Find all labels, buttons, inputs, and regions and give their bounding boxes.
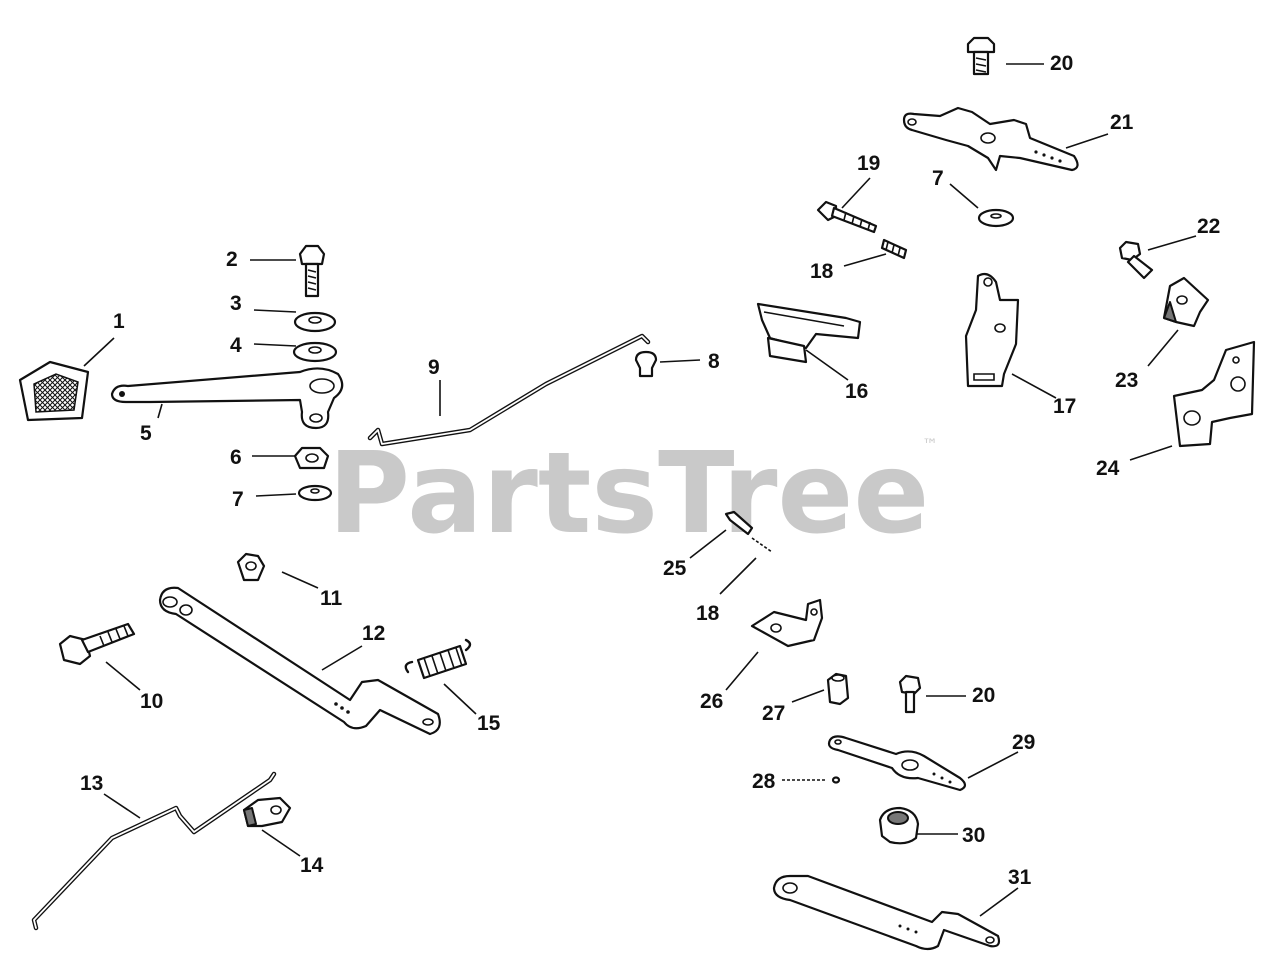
callout-18-top: 18 bbox=[810, 260, 834, 283]
callout-16: 16 bbox=[845, 380, 868, 403]
part-3-washer bbox=[293, 311, 337, 333]
callout-24: 24 bbox=[1096, 457, 1120, 480]
callout-5: 5 bbox=[140, 422, 152, 445]
callout-25: 25 bbox=[663, 557, 687, 580]
callout-14: 14 bbox=[300, 854, 324, 877]
part-22-bolt bbox=[1118, 240, 1154, 280]
callout-30: 30 bbox=[962, 824, 985, 847]
callout-17: 17 bbox=[1053, 395, 1076, 418]
callout-19: 19 bbox=[857, 152, 880, 175]
part-29-flat-arm bbox=[827, 735, 967, 792]
callout-13: 13 bbox=[80, 772, 103, 795]
part-25-pin bbox=[724, 510, 754, 536]
callout-21: 21 bbox=[1110, 111, 1134, 134]
callout-29: 29 bbox=[1012, 731, 1035, 754]
callout-23: 23 bbox=[1115, 369, 1138, 392]
callout-31: 31 bbox=[1008, 866, 1032, 889]
part-19-bolt bbox=[816, 200, 878, 234]
part-10-bolt bbox=[58, 622, 136, 666]
part-12-lever bbox=[158, 586, 441, 736]
callout-20-bottom: 20 bbox=[972, 684, 995, 707]
callout-6: 6 bbox=[230, 446, 242, 469]
part-16-bracket bbox=[756, 302, 862, 364]
part-28-ball bbox=[831, 776, 841, 784]
part-18-spring-middle bbox=[751, 537, 773, 553]
part-5-pedal-lever bbox=[110, 367, 344, 430]
callout-12: 12 bbox=[362, 622, 385, 645]
part-4-washer bbox=[292, 341, 338, 363]
callout-4: 4 bbox=[230, 334, 242, 357]
part-8-clip bbox=[634, 350, 658, 378]
callout-7-right: 7 bbox=[932, 167, 944, 190]
part-17-bracket bbox=[964, 272, 1020, 388]
part-7-washer-left bbox=[297, 484, 333, 502]
part-24-mounting-bracket bbox=[1172, 340, 1256, 448]
callout-27: 27 bbox=[762, 702, 785, 725]
part-14-clip bbox=[242, 796, 292, 828]
part-9-rod bbox=[367, 333, 651, 447]
part-26-bracket bbox=[750, 598, 824, 648]
part-31-bent-lever bbox=[772, 874, 1001, 951]
part-6-bushing bbox=[293, 446, 330, 470]
part-27-bushing bbox=[826, 672, 850, 706]
callout-15: 15 bbox=[477, 712, 501, 735]
callout-9: 9 bbox=[428, 356, 440, 379]
callout-22: 22 bbox=[1197, 215, 1220, 238]
callout-3: 3 bbox=[230, 292, 242, 315]
watermark-brand: PartsTree bbox=[328, 429, 929, 559]
part-18-spring-top bbox=[880, 238, 908, 260]
part-30-grommet bbox=[878, 806, 920, 845]
part-1-pedal-pad bbox=[18, 360, 90, 422]
callout-28: 28 bbox=[752, 770, 776, 793]
callout-11: 11 bbox=[320, 587, 343, 610]
part-20-bolt-top bbox=[966, 36, 996, 76]
callout-10: 10 bbox=[140, 690, 163, 713]
part-21-control-plate bbox=[902, 106, 1079, 172]
callout-7-left: 7 bbox=[232, 488, 244, 511]
leader-lines bbox=[83, 63, 1197, 917]
watermark-trademark: ™ bbox=[922, 435, 938, 454]
part-20-bolt-bottom bbox=[898, 674, 922, 714]
part-23-clip-bracket bbox=[1162, 276, 1210, 328]
callout-18-middle: 18 bbox=[696, 602, 720, 625]
callout-8: 8 bbox=[708, 350, 720, 373]
callout-numbers: 1 2 3 4 5 6 7 7 8 9 10 11 12 13 14 15 16… bbox=[80, 52, 1220, 889]
part-11-nut bbox=[236, 552, 266, 582]
part-7-washer-right bbox=[977, 208, 1015, 228]
callout-2: 2 bbox=[226, 248, 238, 271]
part-15-spring bbox=[404, 638, 472, 680]
callout-20-top: 20 bbox=[1050, 52, 1073, 75]
callout-1: 1 bbox=[113, 310, 125, 333]
watermark: PartsTree ™ bbox=[328, 429, 938, 559]
part-2-bolt bbox=[298, 244, 326, 298]
part-13-rod bbox=[31, 771, 277, 931]
callout-26: 26 bbox=[700, 690, 723, 713]
